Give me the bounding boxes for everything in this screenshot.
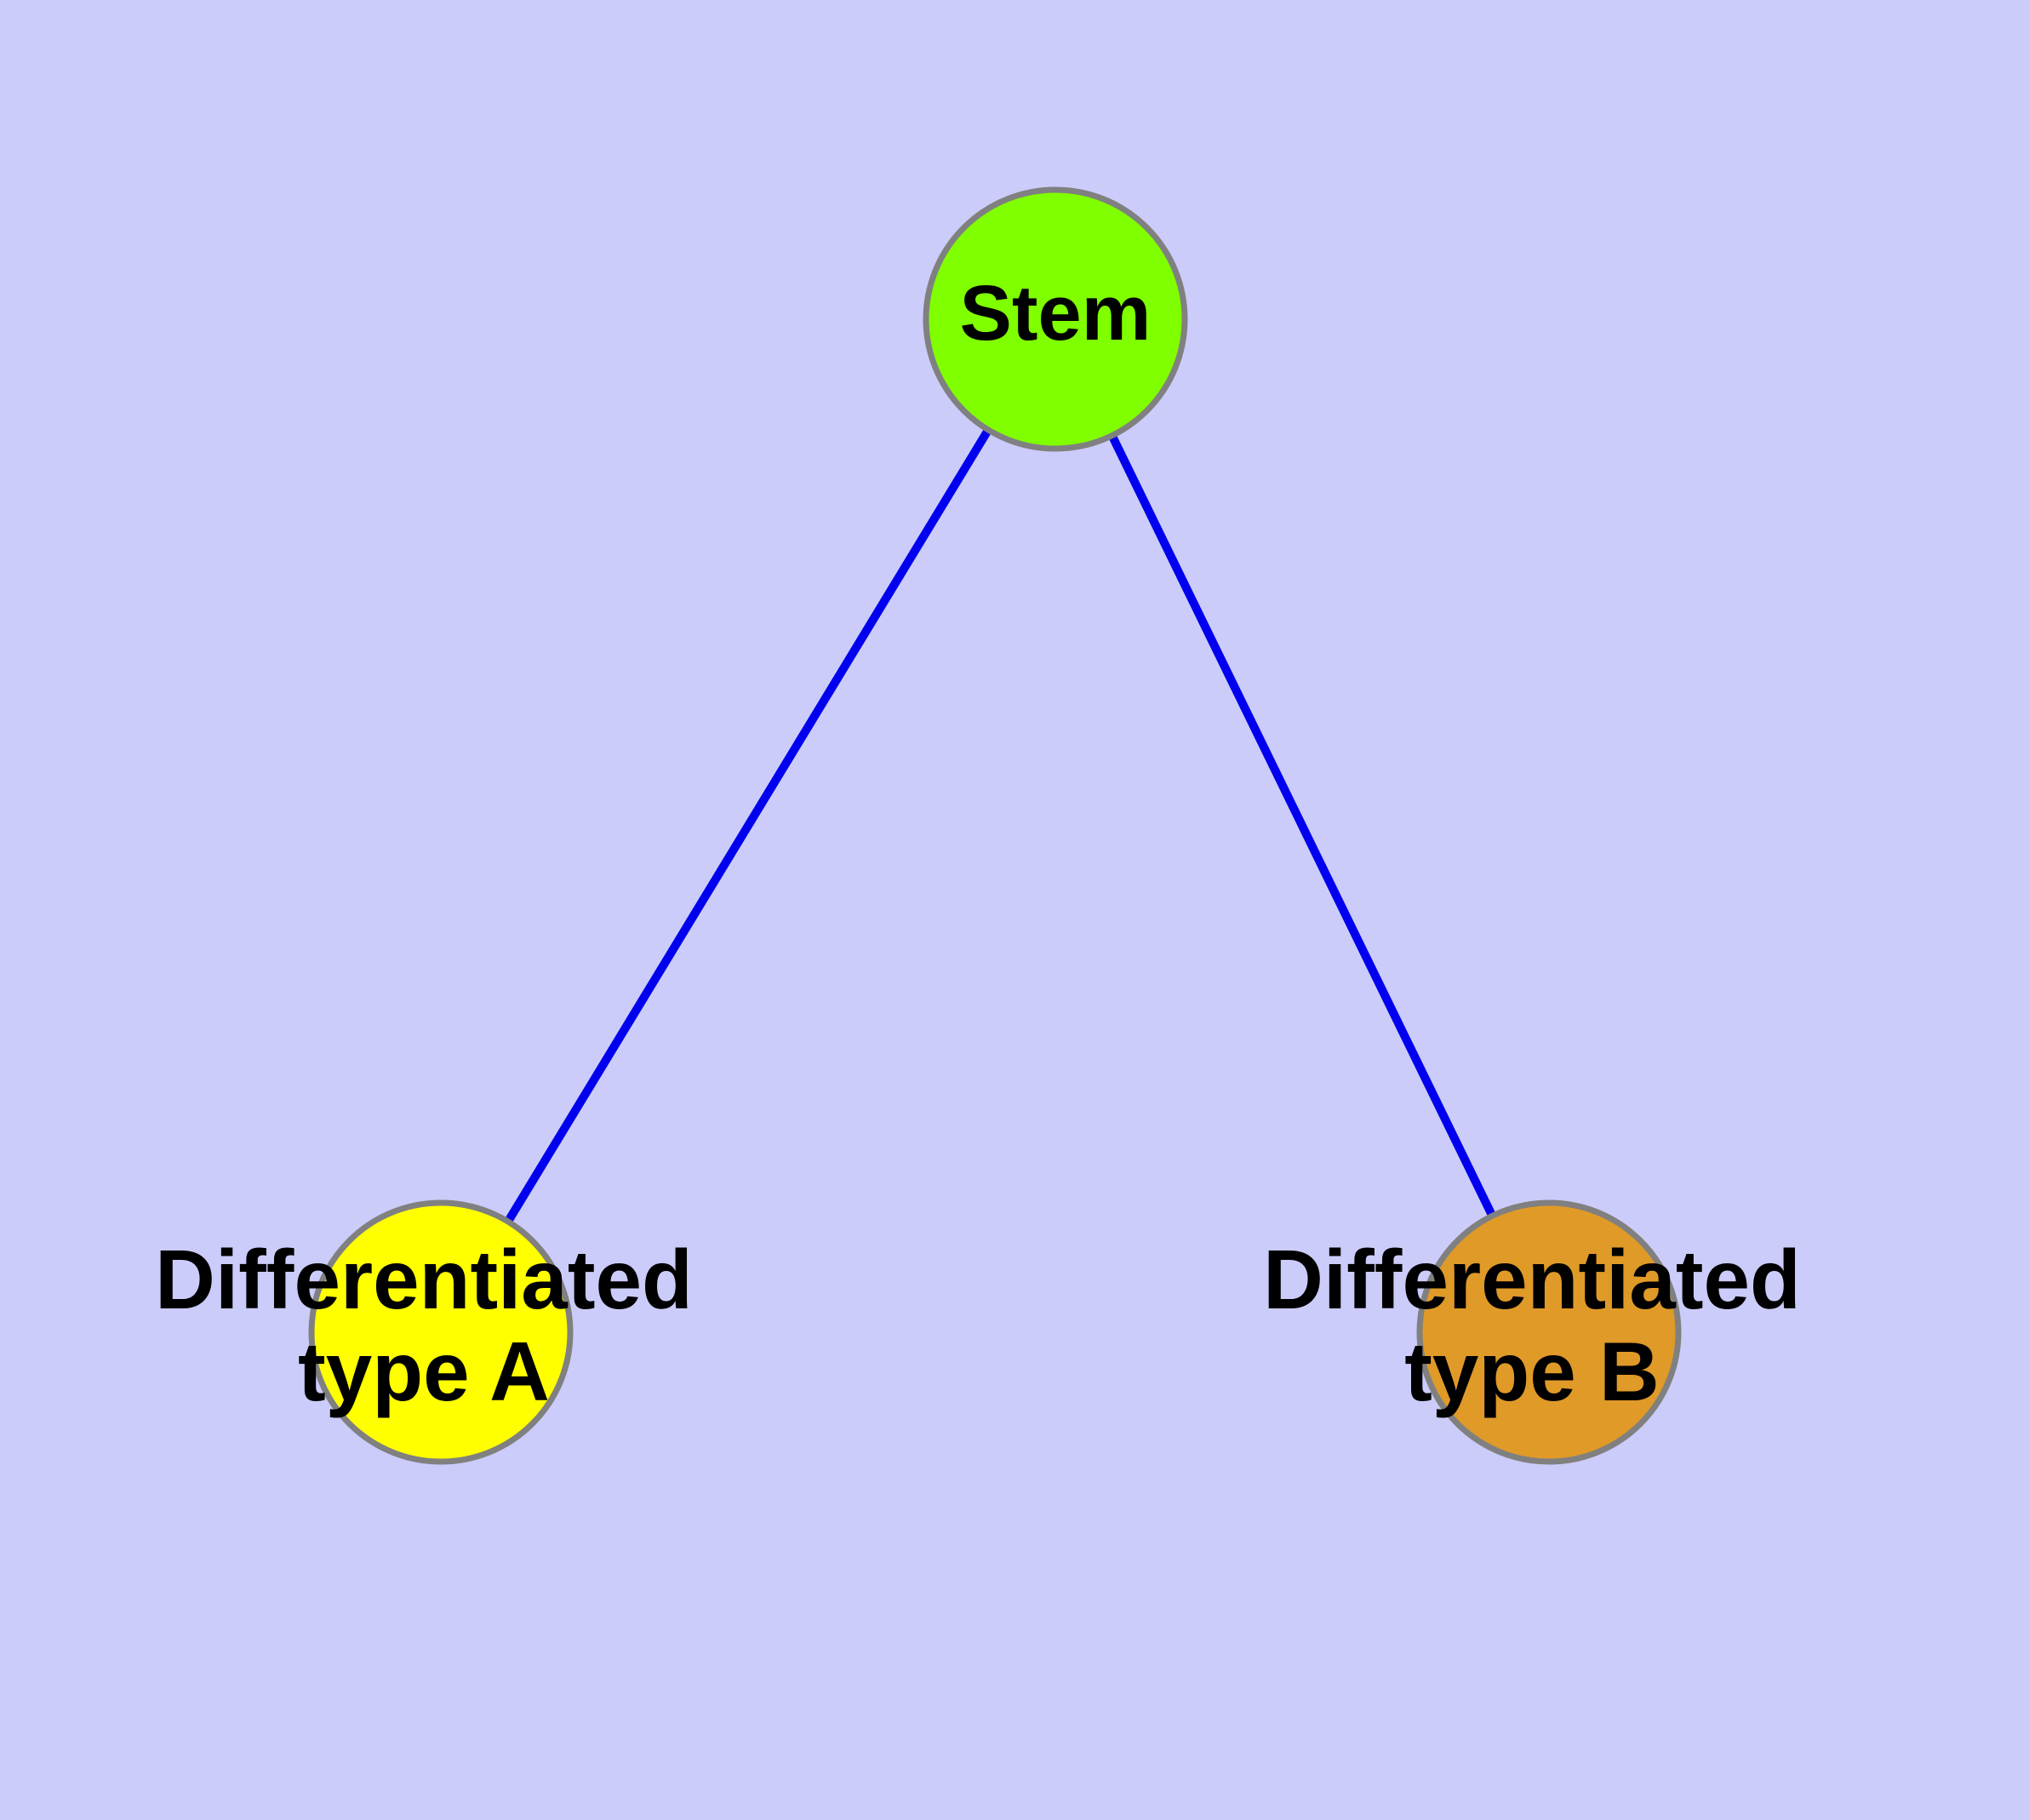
node-label-line: Differentiated bbox=[155, 1233, 693, 1326]
nodes-group bbox=[308, 186, 1682, 1465]
edge-stem-to-diff_b bbox=[1051, 317, 1553, 1335]
node-diff_b[interactable] bbox=[1416, 1199, 1682, 1465]
node-stem[interactable] bbox=[923, 186, 1188, 452]
node-label-stem: Stem bbox=[960, 270, 1152, 357]
node-label-line: type B bbox=[1404, 1325, 1660, 1418]
node-label-line: type A bbox=[298, 1325, 550, 1418]
edge-stem-to-diff_a bbox=[437, 317, 1060, 1335]
node-diff_a[interactable] bbox=[308, 1199, 574, 1465]
node-label-line: Differentiated bbox=[1263, 1233, 1801, 1326]
node-label-line: Stem bbox=[960, 270, 1152, 357]
edges-group bbox=[437, 317, 1553, 1335]
